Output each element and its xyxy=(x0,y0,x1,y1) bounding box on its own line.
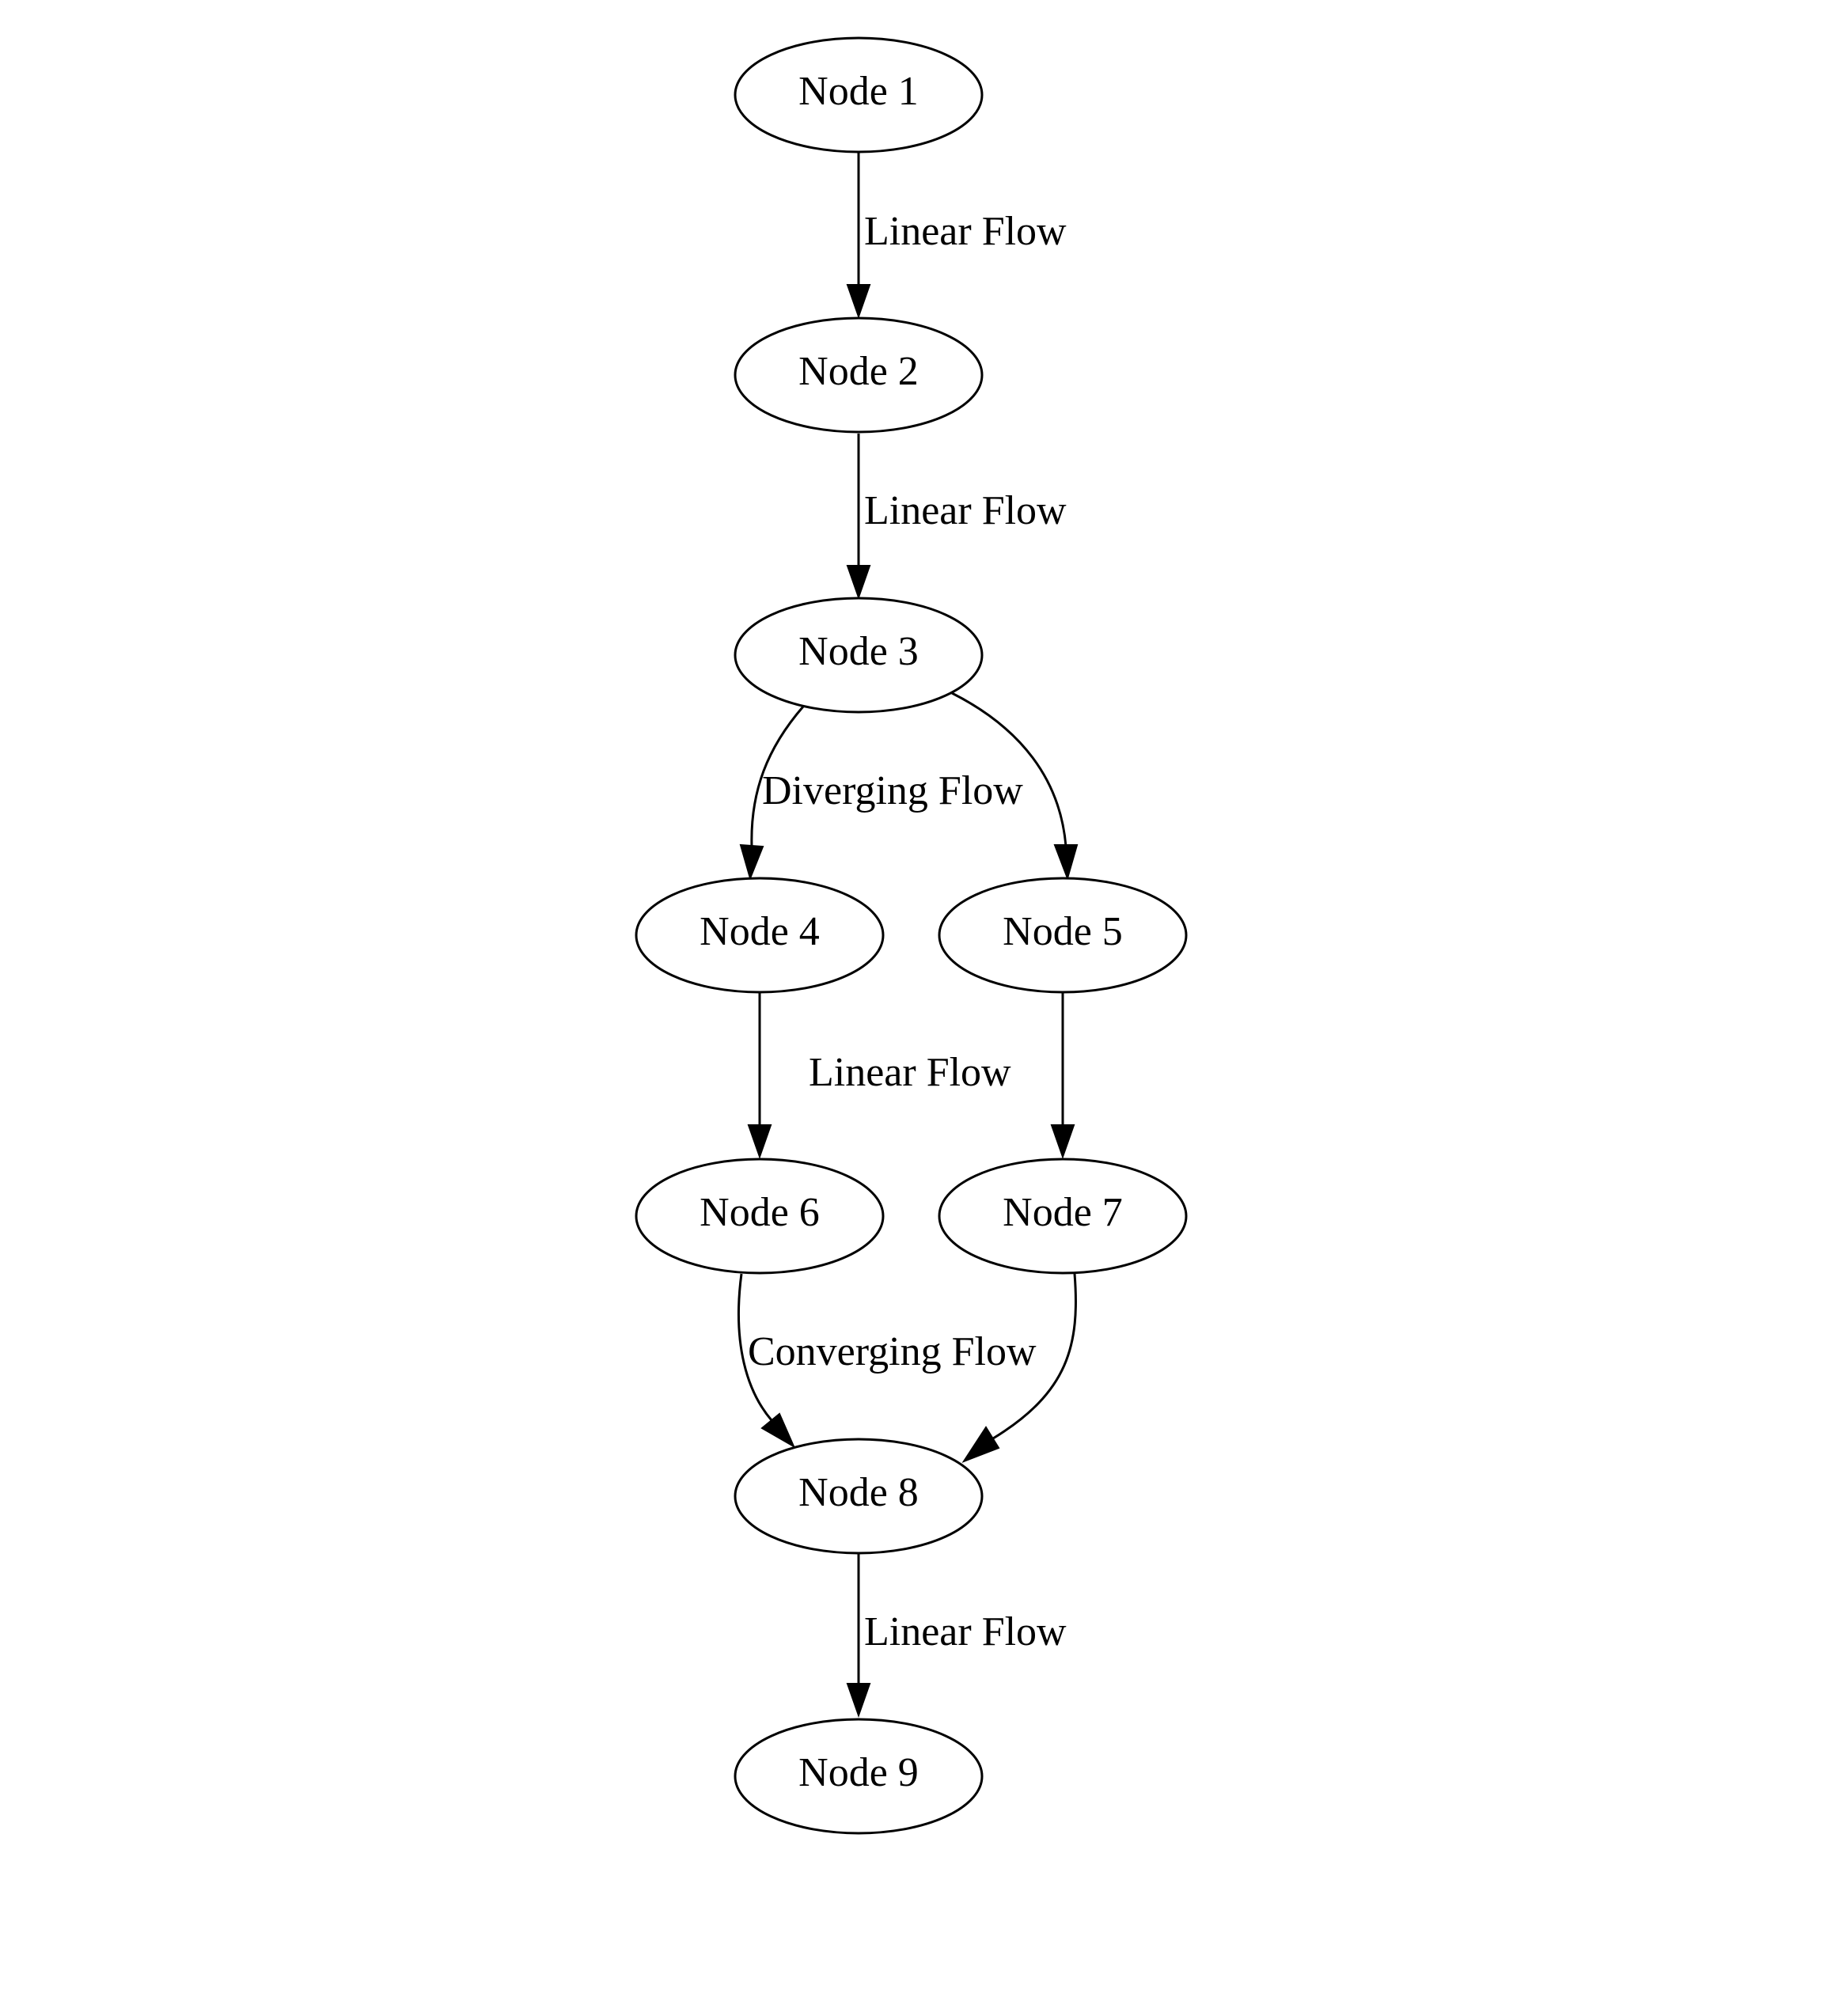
arrowhead-icon xyxy=(846,1683,871,1719)
edge-line xyxy=(750,706,805,847)
node-label: Node 2 xyxy=(798,349,919,394)
node-ellipse xyxy=(734,597,984,714)
edge-n3-n4: Diverging Flow xyxy=(739,706,1023,881)
arrowhead-icon xyxy=(739,843,764,881)
node-5: Node 5 xyxy=(938,877,1188,994)
node-label: Node 9 xyxy=(798,1750,919,1795)
edge-n7-n8 xyxy=(961,1273,1077,1464)
node-6: Node 6 xyxy=(635,1158,885,1275)
arrowhead-icon xyxy=(760,1412,796,1449)
node-ellipse xyxy=(734,36,984,153)
edge-line xyxy=(992,1273,1077,1440)
edge-label: Linear Flow xyxy=(864,1609,1067,1654)
edge-n8-n9: Linear Flow xyxy=(846,1552,1067,1719)
arrowhead-icon xyxy=(1053,844,1079,881)
node-label: Node 4 xyxy=(700,909,820,954)
node-2: Node 2 xyxy=(734,316,984,434)
arrowhead-icon xyxy=(846,565,871,601)
node-label: Node 7 xyxy=(1003,1190,1123,1235)
node-3: Node 3 xyxy=(734,597,984,714)
edge-line xyxy=(737,1273,773,1421)
edge-n2-n3: Linear Flow xyxy=(846,434,1067,601)
node-ellipse xyxy=(734,1438,984,1555)
node-1: Node 1 xyxy=(734,36,984,153)
edge-n1-n2: Linear Flow xyxy=(846,153,1067,320)
edge-n6-n8: Converging Flow xyxy=(737,1273,1037,1449)
edge-label: Linear Flow xyxy=(809,1050,1011,1095)
arrowhead-icon xyxy=(961,1426,1000,1464)
arrowhead-icon xyxy=(747,1124,772,1160)
node-label: Node 6 xyxy=(700,1190,820,1235)
node-ellipse xyxy=(938,1158,1188,1275)
edge-label: Linear Flow xyxy=(864,488,1067,533)
node-ellipse xyxy=(635,877,885,994)
edge-label: Diverging Flow xyxy=(762,768,1023,813)
edge-line xyxy=(951,692,1067,847)
node-label: Node 1 xyxy=(798,69,919,114)
node-label: Node 3 xyxy=(798,629,919,674)
node-9: Node 9 xyxy=(734,1718,984,1835)
edge-label: Converging Flow xyxy=(748,1329,1037,1374)
node-label: Node 8 xyxy=(798,1470,919,1515)
node-ellipse xyxy=(635,1158,885,1275)
arrowhead-icon xyxy=(1050,1124,1075,1160)
edge-n3-n5 xyxy=(951,692,1079,881)
node-7: Node 7 xyxy=(938,1158,1188,1275)
edge-n4-n6: Linear Flow xyxy=(747,992,1011,1160)
node-ellipse xyxy=(938,877,1188,994)
node-4: Node 4 xyxy=(635,877,885,994)
node-8: Node 8 xyxy=(734,1438,984,1555)
node-ellipse xyxy=(734,316,984,434)
arrowhead-icon xyxy=(846,284,871,320)
node-label: Node 5 xyxy=(1003,909,1123,954)
node-ellipse xyxy=(734,1718,984,1835)
edge-label: Linear Flow xyxy=(864,209,1067,254)
edge-n5-n7 xyxy=(1050,992,1075,1160)
